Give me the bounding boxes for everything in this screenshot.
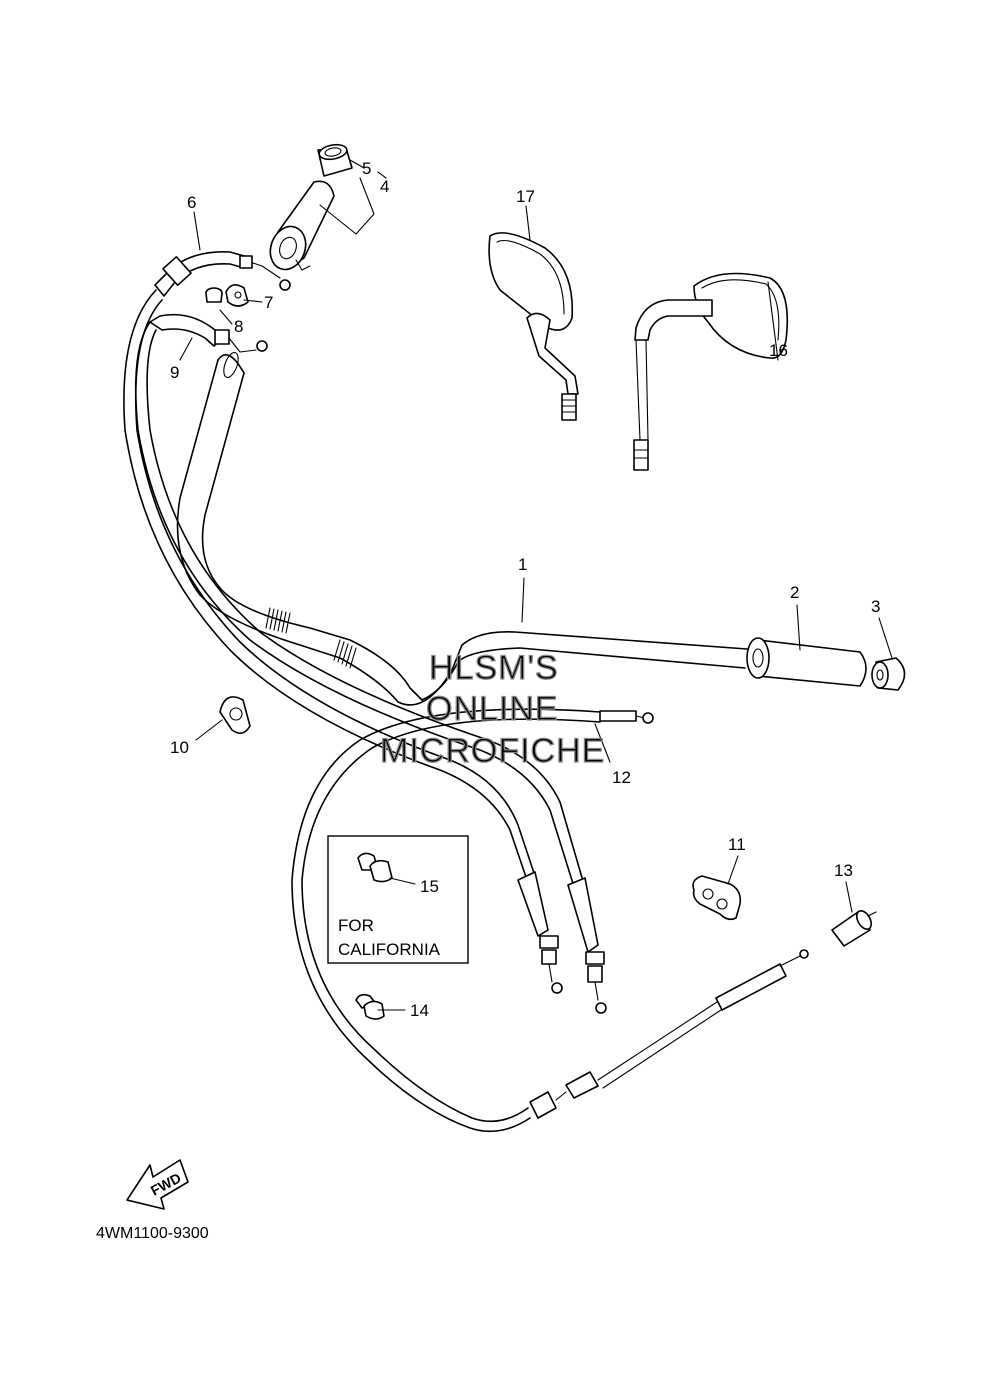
clip-california[interactable] [357, 852, 393, 883]
california-note-line-1: FOR [338, 916, 374, 935]
grip-collar[interactable] [317, 143, 353, 177]
forward-arrow: FWD [126, 1159, 189, 1210]
cable-end-lower-2 [567, 877, 607, 1014]
watermark-line-2: ONLINE [426, 690, 559, 728]
part-label-14: 14 [410, 1001, 429, 1020]
part-label-6: 6 [187, 193, 196, 212]
california-note-box [327, 835, 469, 964]
part-label-1: 1 [518, 555, 527, 574]
cable-clamp[interactable] [692, 875, 742, 921]
diagram-code: 4WM1100-9300 [96, 1225, 209, 1242]
part-label-13: 13 [834, 861, 853, 880]
part-label-8: 8 [234, 317, 243, 336]
part-label-10: 10 [170, 738, 189, 757]
throttle-grip[interactable] [265, 180, 335, 274]
left-grip[interactable] [746, 637, 867, 687]
part-label-9: 9 [170, 363, 179, 382]
part-label-16: 16 [769, 341, 788, 360]
adjuster[interactable] [831, 908, 877, 947]
cable-clip[interactable] [355, 993, 385, 1020]
bracket-4-5 [319, 177, 375, 235]
california-note-line-2: CALIFORNIA [338, 940, 441, 959]
watermark-line-1: HLSM'S [429, 649, 559, 687]
throttle-cable-2[interactable] [134, 313, 586, 891]
grip-end[interactable] [871, 657, 906, 691]
clutch-cable[interactable] [291, 708, 654, 1133]
part-label-2: 2 [790, 583, 799, 602]
handlebar[interactable] [176, 351, 748, 706]
cable-holder[interactable] [219, 696, 251, 734]
part-label-12: 12 [612, 768, 631, 787]
screw[interactable] [205, 287, 223, 303]
cable-end-lower-1 [517, 871, 563, 994]
watermark: HLSM'S ONLINE MICROFICHE [379, 648, 605, 770]
cable-plate[interactable] [225, 284, 249, 307]
part-label-15: 15 [420, 877, 439, 896]
mirror-left[interactable] [633, 272, 789, 471]
part-label-17: 17 [516, 187, 535, 206]
part-label-4: 4 [380, 177, 389, 196]
part-label-3: 3 [871, 597, 880, 616]
part-label-5: 5 [362, 159, 371, 178]
part-label-7: 7 [264, 293, 273, 312]
watermark-line-3: MICROFICHE [380, 732, 605, 770]
throttle-cable-1[interactable] [123, 251, 536, 881]
mirror-right[interactable] [488, 232, 579, 421]
part-label-11: 11 [728, 835, 746, 854]
leader-lines [179, 159, 893, 1011]
lower-cable[interactable] [529, 949, 809, 1119]
